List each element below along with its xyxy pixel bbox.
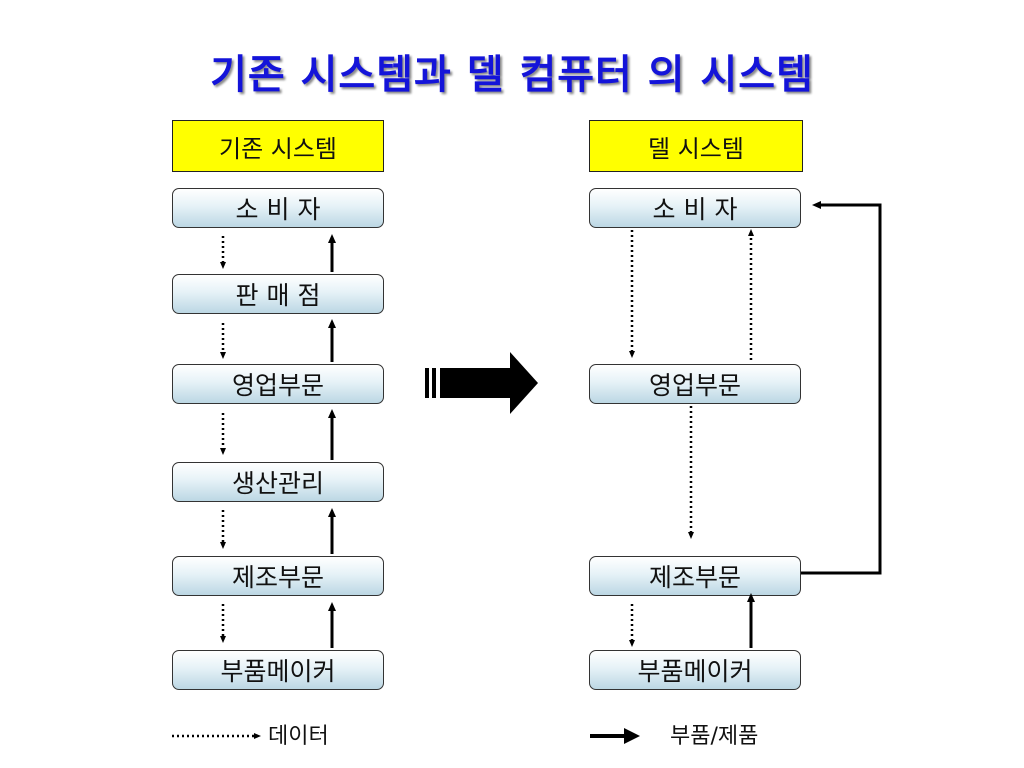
legacy-sales-box: 영업부문 [172,364,384,404]
dell-consumer-box: 소 비 자 [589,188,801,228]
legacy-system-header: 기존 시스템 [172,120,384,172]
transition-arrow [425,352,538,414]
legend-parts-label: 부품/제품 [670,724,759,749]
legacy-consumer-box: 소 비 자 [172,188,384,228]
legacy-parts-maker-box: 부품메이커 [172,650,384,690]
legacy-manufacturing-box: 제조부문 [172,556,384,596]
legacy-retailer-box: 판 매 점 [172,274,384,314]
legend-solid-arrowhead [624,728,640,744]
dell-system-header: 델 시스템 [589,120,803,172]
dell-data-arrows [629,229,754,647]
dell-parts-maker-box: 부품메이커 [589,650,801,690]
dell-goods-arrows [747,201,882,648]
dell-sales-box: 영업부문 [589,364,801,404]
legacy-production-mgmt-box: 생산관리 [172,462,384,502]
dell-manufacturing-box: 제조부문 [589,556,801,596]
page-title: 기존 시스템과 델 컴퓨터 의 시스템 [210,51,814,98]
legend-data-label: 데이터 [268,724,329,749]
